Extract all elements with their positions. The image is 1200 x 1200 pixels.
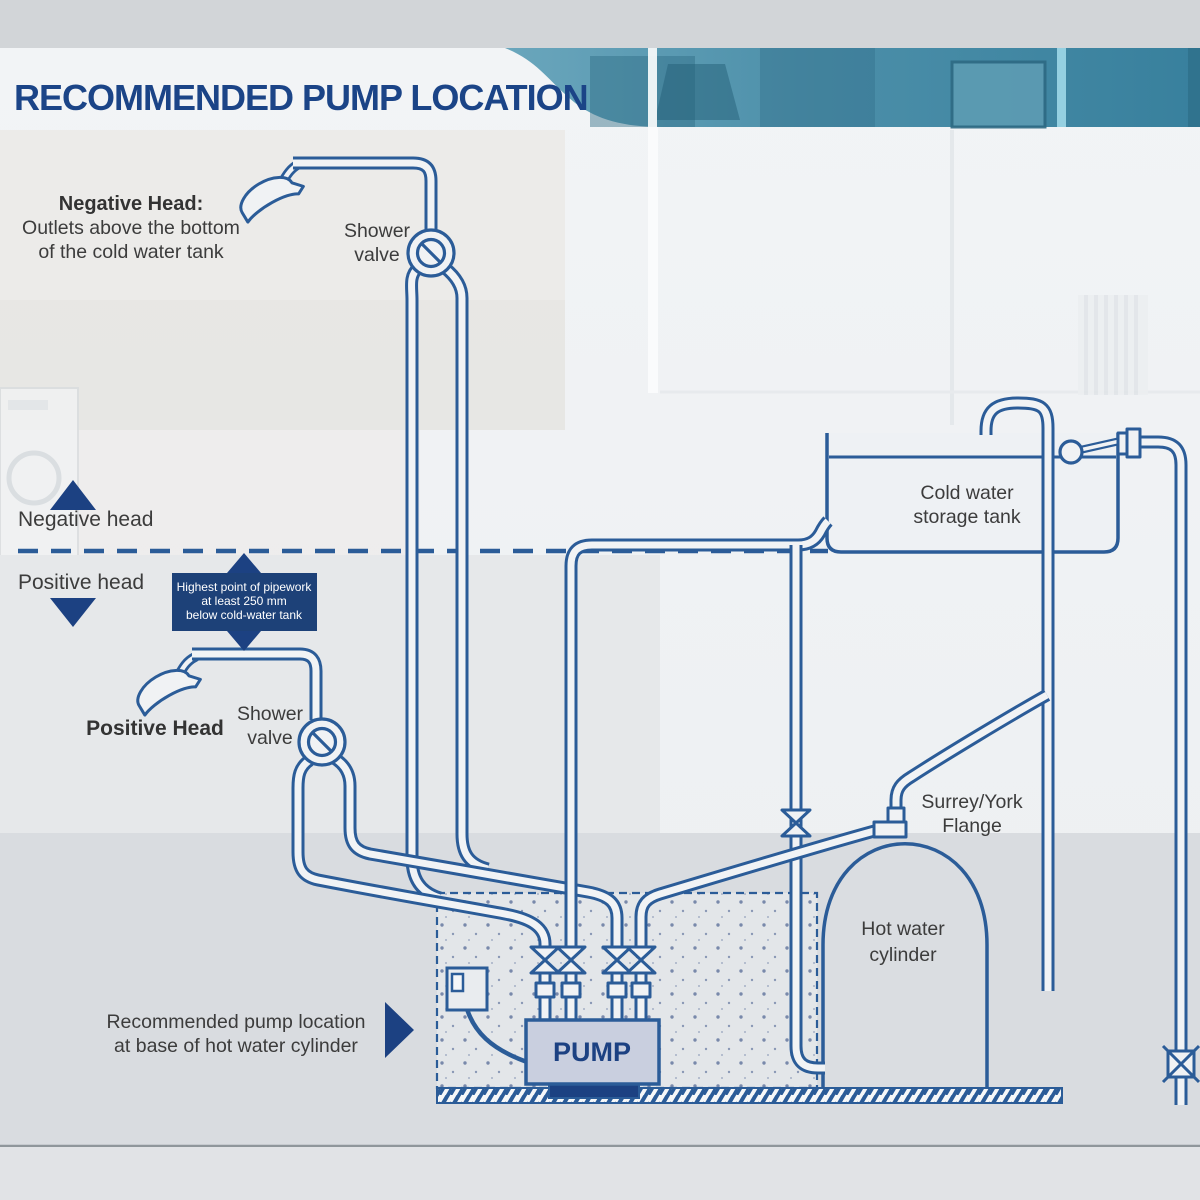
negative-head-label: Negative head [18, 508, 153, 531]
down-arrow-icon [50, 598, 96, 627]
svg-text:Shower: Shower [344, 220, 411, 242]
svg-text:Highest point of pipework: Highest point of pipework [177, 580, 313, 594]
shower-valve-icon [297, 717, 347, 767]
svg-text:valve: valve [247, 727, 293, 749]
pump-unit: PUMP [524, 1018, 661, 1099]
pump-valves [529, 945, 657, 999]
svg-text:Negative Head:: Negative Head: [59, 193, 204, 215]
gate-valve-icon [780, 808, 812, 838]
positive-head-label: Positive head [18, 571, 144, 594]
teal-photo-band [505, 48, 1200, 129]
svg-text:at least 250 mm: at least 250 mm [201, 594, 286, 608]
gate-valve-icon [529, 945, 561, 999]
stop-valve-icon [1161, 1044, 1200, 1084]
svg-text:storage tank: storage tank [913, 506, 1021, 528]
cylinder-label: Hot water cylinder [861, 918, 945, 966]
svg-text:Outlets above the bottom: Outlets above the bottom [22, 217, 240, 239]
svg-text:cylinder: cylinder [869, 944, 937, 966]
pipework-note-callout: Highest point of pipework at least 250 m… [172, 553, 317, 651]
washing-machine [0, 387, 79, 559]
gate-valve-icon [601, 945, 633, 999]
svg-text:Shower: Shower [237, 703, 304, 725]
svg-text:Flange: Flange [942, 815, 1002, 837]
shower-valve-label: Shower valve [344, 220, 411, 266]
flange-label: Surrey/York Flange [921, 791, 1022, 837]
bottom-strip [0, 1147, 1200, 1200]
svg-text:valve: valve [354, 244, 400, 266]
gate-valve-icon [555, 945, 587, 999]
shower-valve-label: Shower valve [237, 703, 304, 749]
svg-text:Surrey/York: Surrey/York [921, 791, 1022, 813]
pump-label: PUMP [553, 1037, 631, 1067]
float-valve-icon [1058, 427, 1142, 465]
svg-text:Recommended pump location: Recommended pump location [106, 1011, 365, 1033]
up-arrow-icon [227, 553, 261, 573]
top-strip [0, 0, 1200, 48]
shower-valve-icon [406, 228, 456, 278]
cold-tank-label: Cold water storage tank [913, 482, 1021, 528]
svg-text:of the cold water tank: of the cold water tank [38, 241, 224, 263]
negative-head-note: Negative Head: Outlets above the bottom … [22, 193, 240, 263]
svg-text:Cold water: Cold water [920, 482, 1014, 504]
svg-text:Hot water: Hot water [861, 918, 945, 940]
svg-text:below cold-water tank: below cold-water tank [186, 608, 303, 622]
electrical-supply-box [445, 966, 531, 1066]
gate-valve-icon [625, 945, 657, 999]
recommendation-callout: Recommended pump location at base of hot… [106, 1002, 414, 1058]
flange-fitting [872, 806, 908, 839]
svg-text:at base of hot water cylinder: at base of hot water cylinder [114, 1035, 358, 1057]
positive-head-indicator: Positive head [18, 571, 144, 627]
right-arrow-icon [385, 1002, 414, 1058]
page-title: RECOMMENDED PUMP LOCATION [14, 77, 588, 118]
positive-head-title: Positive Head [86, 717, 224, 740]
radiator [1078, 295, 1148, 395]
down-arrow-icon [227, 631, 261, 651]
hot-water-cylinder [821, 842, 989, 1088]
pump-body [524, 1018, 661, 1086]
shower-head-icon [239, 175, 305, 224]
floor-hatching [436, 1087, 1063, 1104]
shower-head-icon [136, 668, 202, 717]
up-arrow-icon [50, 480, 96, 510]
pipework-note-box [172, 573, 317, 631]
negative-head-indicator: Negative head [18, 480, 153, 531]
